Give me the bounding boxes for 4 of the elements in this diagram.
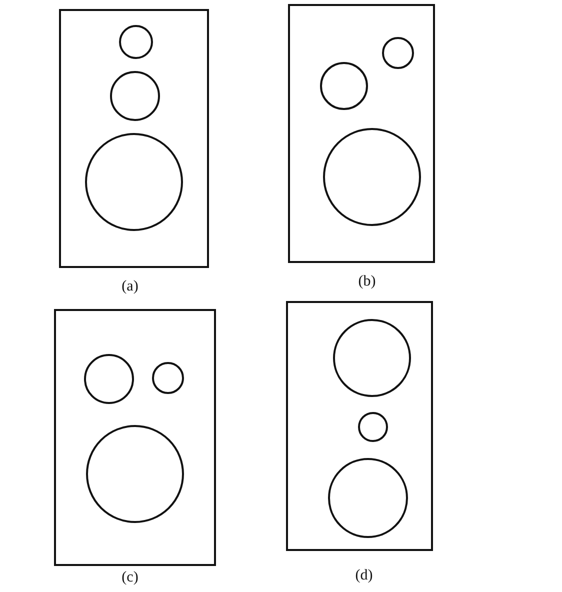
panel-label: (c) (122, 570, 138, 586)
panel-label: (d) (355, 568, 373, 584)
panel-label: (b) (358, 274, 376, 290)
panel-label: (a) (122, 278, 138, 296)
